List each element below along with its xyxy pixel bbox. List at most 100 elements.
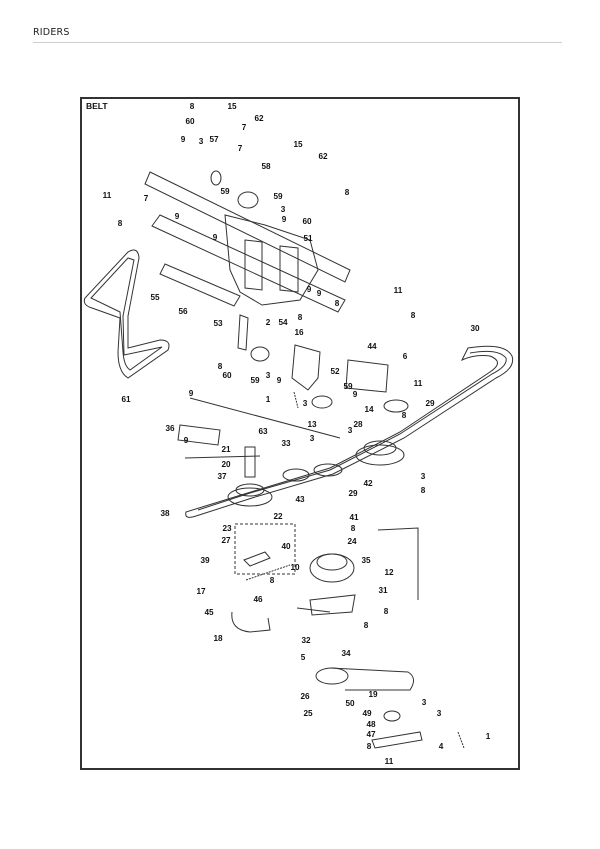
diagram-title: BELT [86,101,108,111]
part-callout-label: 3 [266,371,271,380]
part-callout-label: 55 [150,293,160,302]
part-callout-label: 8 [367,742,372,751]
part-callout-label: 9 [189,389,194,398]
part-callout-label: 59 [273,192,283,201]
part-callout-label: 48 [366,720,376,729]
part-callout-label: 11 [414,379,423,388]
part-callout-label: 29 [348,489,358,498]
part-callout-label: 8 [384,607,389,616]
part-callout-label: 38 [160,509,170,518]
part-callout-label: 35 [361,556,371,565]
part-callout-label: 8 [364,621,369,630]
part-callout-label: 9 [307,285,312,294]
part-callout-label: 53 [213,319,223,328]
part-callout-label: 21 [221,445,231,454]
part-callout-label: 1 [486,732,491,741]
part-callout-label: 3 [303,399,308,408]
part-callout-label: 54 [278,318,288,327]
part-callout-label: 32 [301,636,311,645]
part-callout-label: 8 [402,411,407,420]
part-callout-label: 18 [213,634,223,643]
part-callout-label: 37 [217,472,227,481]
part-callout-label: 39 [200,556,210,565]
part-callout-label: 10 [290,563,300,572]
part-callout-label: 30 [470,324,480,333]
part-callout-label: 20 [221,460,231,469]
part-callout-label: 31 [378,586,388,595]
part-callout-label: 11 [385,757,394,766]
part-callout-label: 11 [394,286,403,295]
part-callout-label: 45 [204,608,214,617]
part-callout-label: 26 [300,692,310,701]
part-callout-label: 62 [318,152,328,161]
part-callout-label: 9 [184,436,189,445]
part-callout-label: 9 [213,233,218,242]
part-callout-label: 7 [238,144,243,153]
part-callout-label: 27 [221,536,231,545]
part-callout-label: 57 [209,135,219,144]
part-callout-label: 9 [317,289,322,298]
part-callout-label: 1 [266,395,271,404]
part-callout-label: 7 [144,194,149,203]
part-callout-label: 14 [364,405,374,414]
part-callout-label: 34 [341,649,351,658]
part-callout-label: 9 [277,376,282,385]
part-callout-label: 25 [303,709,313,718]
part-callout-label: 3 [281,205,286,214]
part-callout-label: 13 [307,420,317,429]
part-callout-label: 8 [298,313,303,322]
part-callout-label: 2 [266,318,271,327]
part-callout-label: 16 [294,328,304,337]
part-callout-label: 3 [199,137,204,146]
part-callout-label: 56 [178,307,188,316]
part-callout-label: 23 [222,524,232,533]
part-callout-label: 6 [403,352,408,361]
part-callout-label: 24 [347,537,357,546]
part-callout-label: 8 [218,362,223,371]
part-callout-label: 15 [227,102,237,111]
part-callout-label: 8 [411,311,416,320]
part-callout-label: 60 [302,217,312,226]
part-callout-label: 4 [439,742,444,751]
part-callout-label: 49 [362,709,372,718]
part-callout-label: 9 [282,215,287,224]
part-callout-label: 63 [258,427,268,436]
part-callout-label: 8 [345,188,350,197]
part-callout-label: 17 [196,587,206,596]
part-callout-label: 46 [253,595,263,604]
part-callout-label: 44 [367,342,377,351]
part-callout-label: 8 [421,486,426,495]
part-callout-label: 15 [293,140,303,149]
part-callout-label: 52 [330,367,340,376]
part-callout-label: 12 [384,568,394,577]
part-callout-label: 47 [366,730,376,739]
part-callout-label: 29 [425,399,435,408]
part-callout-label: 43 [295,495,305,504]
part-callout-label: 51 [303,234,313,243]
part-callout-label: 8 [351,524,356,533]
header-divider [33,42,562,43]
part-callout-label: 61 [121,395,131,404]
part-callout-label: 42 [363,479,373,488]
part-callout-label: 3 [310,434,315,443]
part-callout-label: 22 [273,512,283,521]
part-callout-label: 7 [242,123,247,132]
part-callout-label: 59 [220,187,230,196]
part-callout-label: 3 [422,698,427,707]
part-callout-label: 8 [190,102,195,111]
part-callout-label: 62 [254,114,264,123]
part-callout-label: 60 [222,371,232,380]
part-callout-label: 11 [103,191,112,200]
part-callout-label: 3 [348,426,353,435]
part-callout-label: 9 [181,135,186,144]
part-callout-label: 58 [261,162,271,171]
part-callout-label: 59 [250,376,260,385]
part-callout-label: 8 [335,299,340,308]
part-callout-label: 8 [118,219,123,228]
part-callout-label: 41 [349,513,359,522]
part-callout-label: 59 [343,382,353,391]
part-callout-label: 9 [175,212,180,221]
part-callout-label: 40 [281,542,291,551]
